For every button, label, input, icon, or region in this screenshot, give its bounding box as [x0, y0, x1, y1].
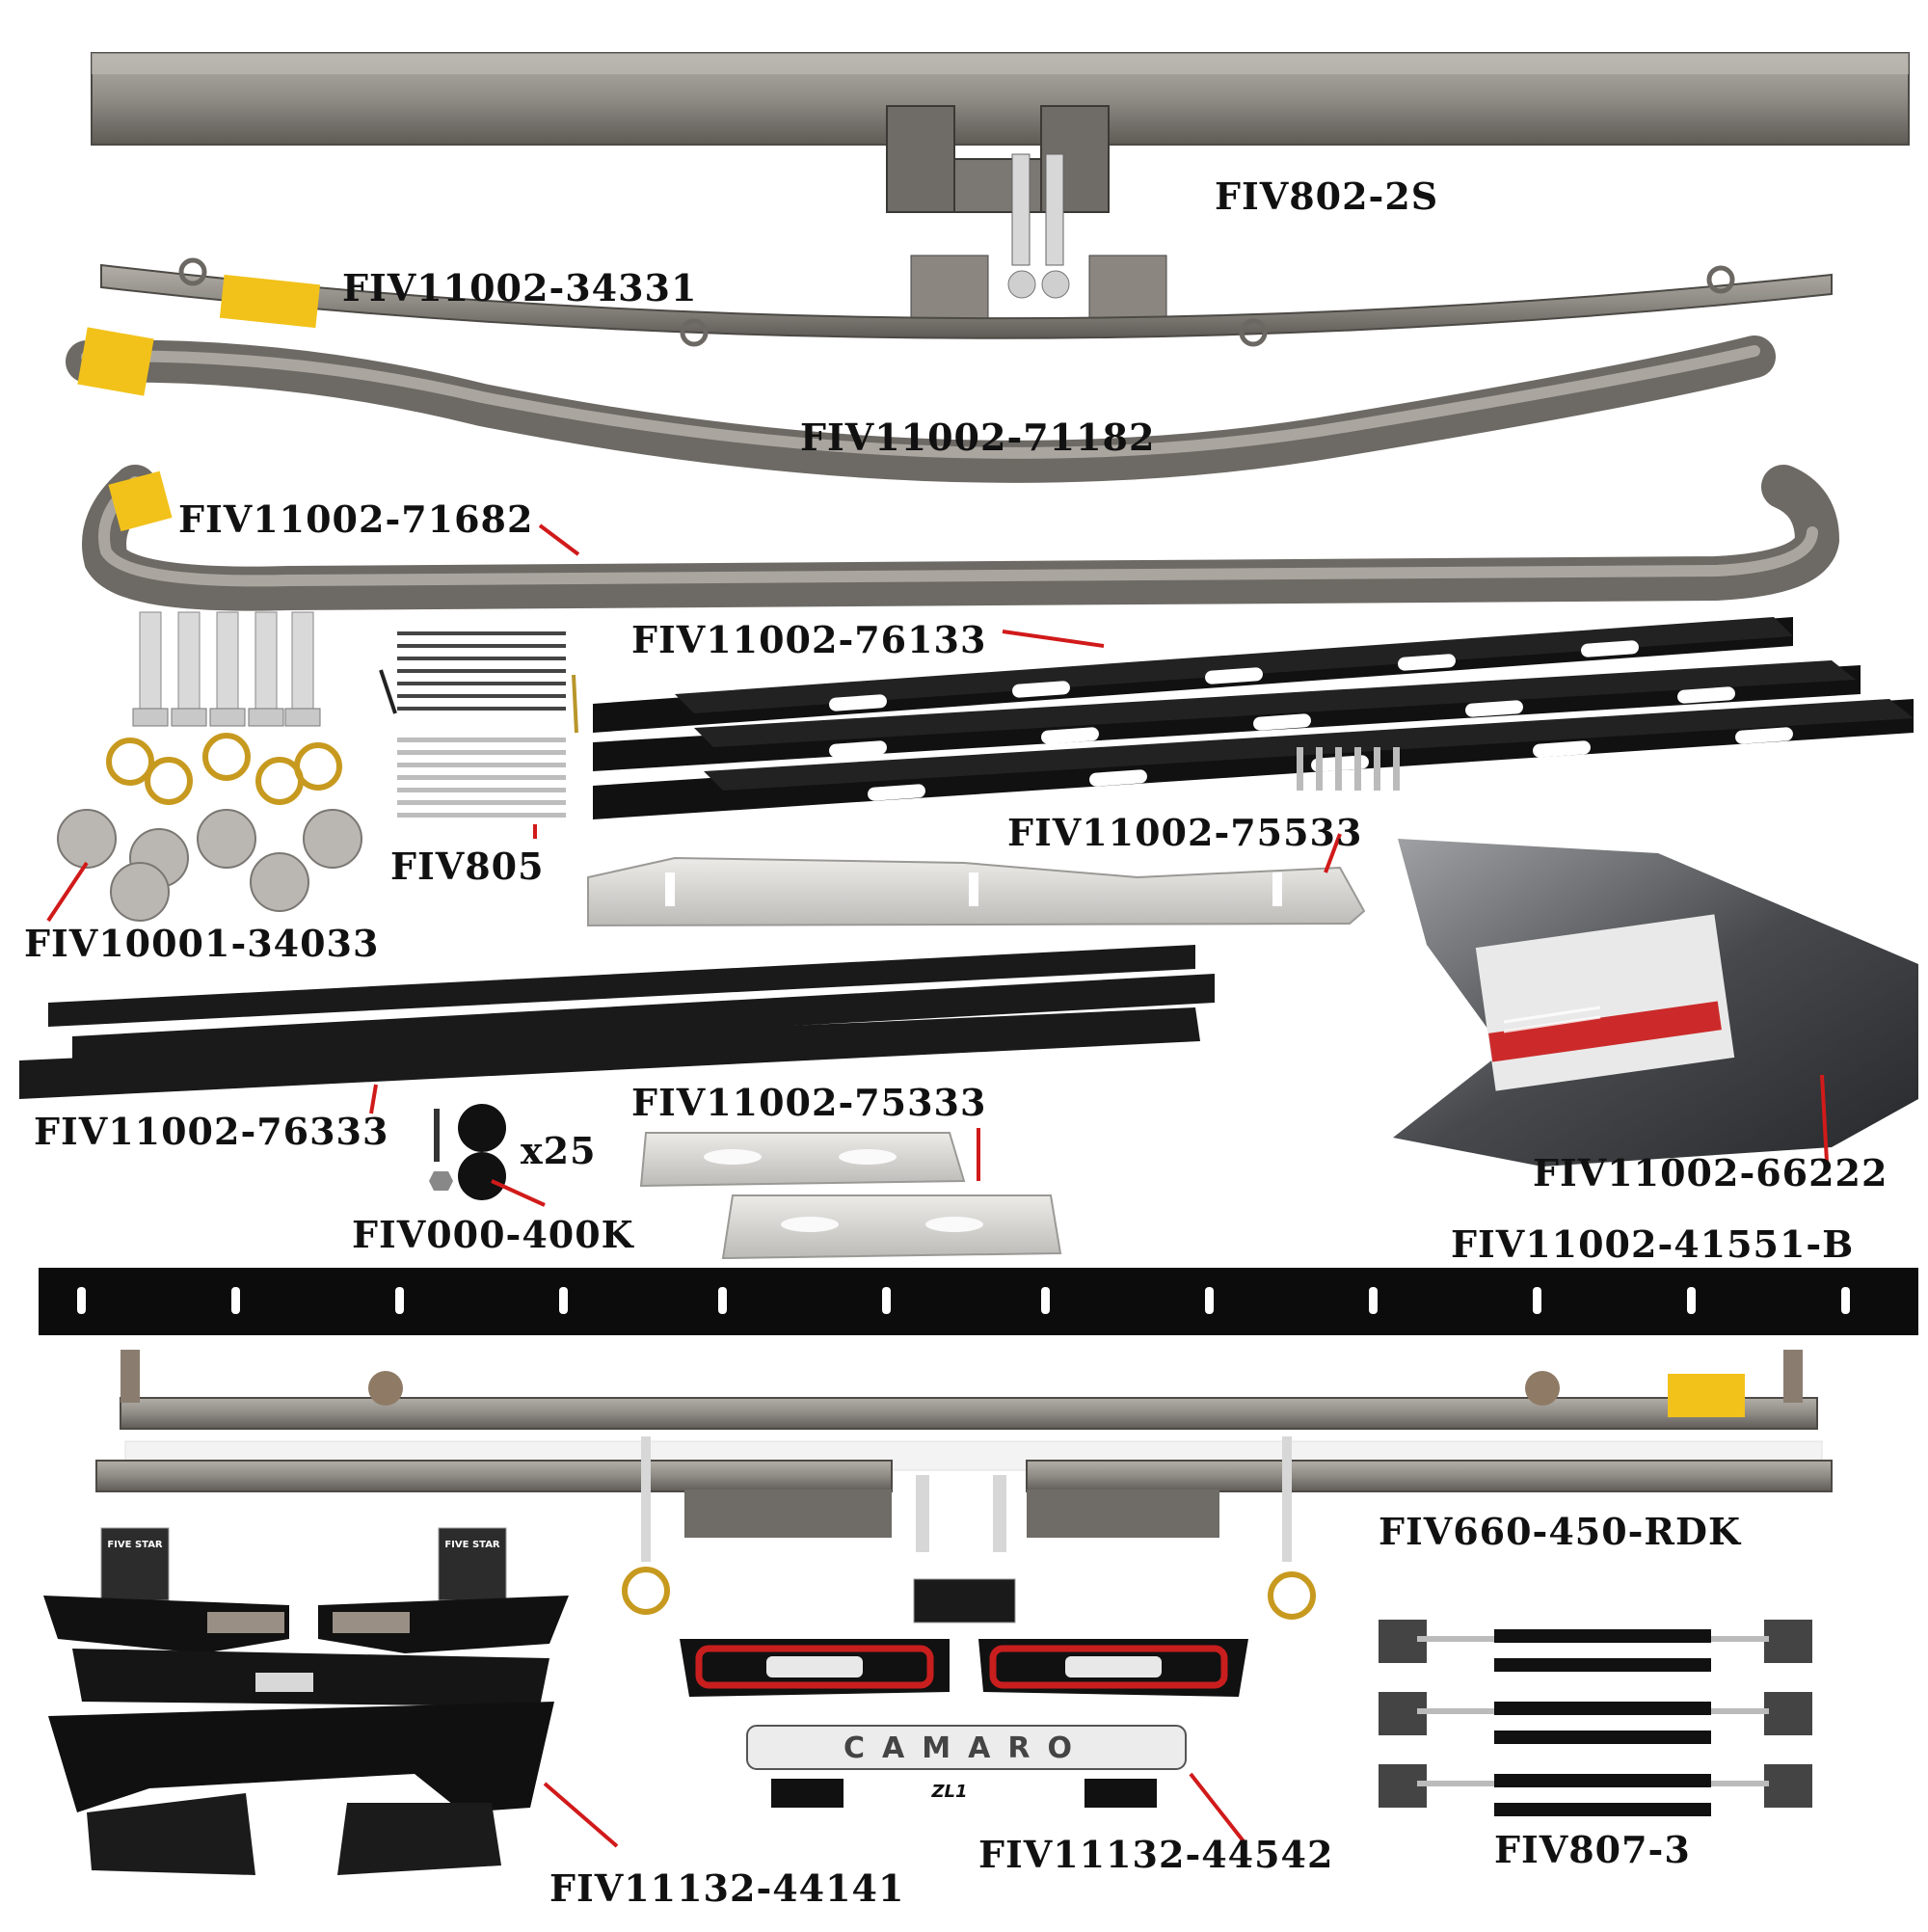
black-slotted-rails-part: [593, 617, 1914, 819]
long-round-tube-part: [120, 1350, 1818, 1430]
label-fiv802-2s: FIV802-2S: [1215, 174, 1439, 218]
five-star-badge-left: FIVE STAR: [107, 1540, 163, 1550]
label-fiv11002-71682: FIV11002-71682: [178, 497, 534, 541]
round-bumper-tube-part: [82, 465, 1840, 611]
label-fiv11002-75533: FIV11002-75533: [1007, 811, 1363, 854]
label-fiv805: FIV805: [390, 845, 545, 888]
curved-square-bar-part: [100, 257, 1833, 347]
black-slotted-strip-part: [39, 1268, 1918, 1335]
leader-66222: [1820, 1074, 1829, 1163]
label-fiv11002-75333: FIV11002-75333: [631, 1081, 987, 1124]
label-fiv11002-71182: FIV11002-71182: [800, 416, 1156, 459]
label-fiv11132-44141: FIV11132-44141: [549, 1866, 905, 1910]
fastener-kit-part: [379, 631, 578, 818]
rear-bumper-mount-kit-part: [95, 1436, 1833, 1620]
square-bumper-tube-part: [91, 52, 1910, 319]
camaro-wordmark-decal: CAMARO: [844, 1731, 1089, 1765]
black-flat-bars-part: [19, 945, 1215, 1099]
window-net-bag-part: [1393, 839, 1918, 1167]
label-fiv807-3: FIV807-3: [1494, 1828, 1691, 1871]
five-star-badge-right: FIVE STAR: [444, 1540, 500, 1550]
label-fiv11002-76333: FIV11002-76333: [34, 1110, 389, 1153]
leader-76133: [1002, 630, 1105, 648]
rod-assembly-set-part: [1379, 1620, 1812, 1816]
front-decal-set-part: [43, 1527, 569, 1875]
rear-decal-set-part: [680, 1578, 1248, 1808]
label-qty-x25: x25: [521, 1129, 597, 1172]
label-fiv11002-34331: FIV11002-34331: [342, 266, 698, 309]
round-curved-tube-part: [66, 327, 1776, 483]
label-fiv11002-66222: FIV11002-66222: [1533, 1151, 1888, 1194]
zl1-badge-decal: ZL1: [931, 1782, 968, 1802]
rubber-bumper-kit-part: [429, 1104, 506, 1200]
leader-lines: [46, 523, 1829, 1848]
aluminum-bracket-part: [587, 856, 1366, 927]
leader-44141: [543, 1782, 619, 1848]
label-fiv11002-41551-b: FIV11002-41551-B: [1451, 1222, 1855, 1266]
pin-clip-washer-kit-part: [57, 611, 362, 922]
leader-76333: [369, 1084, 378, 1114]
leader-44542: [1189, 1772, 1245, 1843]
leader-71682: [538, 523, 580, 556]
label-fiv000-400k: FIV000-400K: [352, 1213, 634, 1256]
aluminum-plates-part: [639, 1132, 1062, 1260]
label-fiv11132-44542: FIV11132-44542: [978, 1833, 1334, 1876]
leader-400k: [491, 1179, 546, 1207]
leader-34033: [46, 861, 89, 923]
leader-75533: [1324, 833, 1342, 873]
label-fiv660-450-rdk: FIV660-450-RDK: [1379, 1510, 1741, 1553]
label-fiv11002-76133: FIV11002-76133: [631, 618, 987, 661]
label-fiv10001-34033: FIV10001-34033: [24, 922, 380, 965]
